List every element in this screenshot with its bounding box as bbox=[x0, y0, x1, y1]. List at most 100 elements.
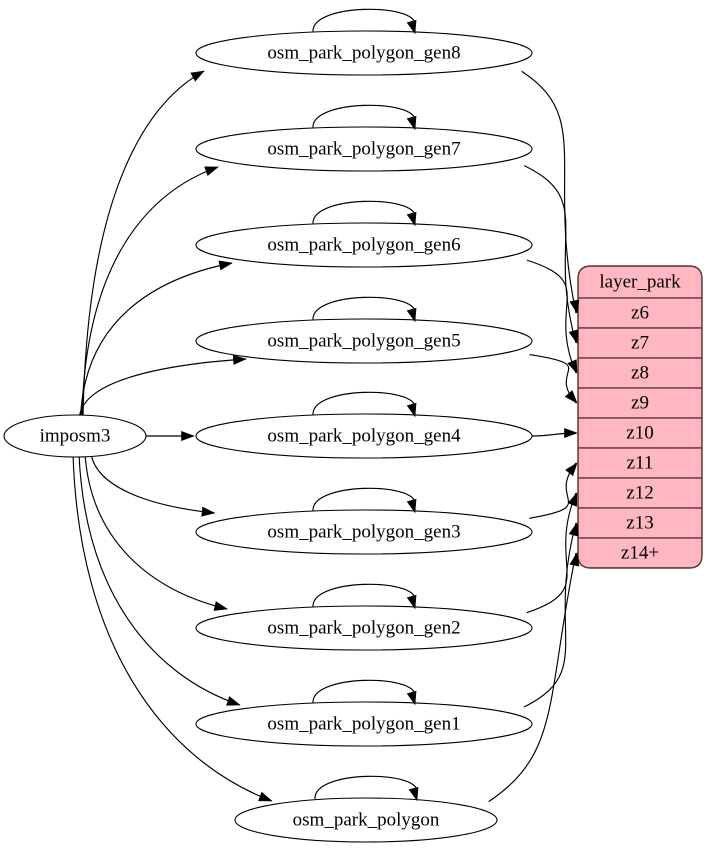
node-label-osm_park_polygon_gen8: osm_park_polygon_gen8 bbox=[267, 42, 460, 63]
arrowhead-imposm3-to-osm_park_polygon_gen5 bbox=[232, 354, 247, 365]
self-loop-arrowhead-osm_park_polygon_gen6 bbox=[406, 211, 417, 227]
table-row-label-z7: z7 bbox=[631, 332, 649, 353]
self-loop-edge-osm_park_polygon_gen2 bbox=[312, 583, 416, 608]
arrowhead-imposm3-to-osm_park_polygon_gen7 bbox=[204, 166, 219, 177]
self-loop-arrowhead-osm_park_polygon_gen7 bbox=[406, 115, 417, 131]
edge-imposm3-to-osm_park_polygon_gen5 bbox=[78, 358, 247, 418]
table-row-label-z10: z10 bbox=[626, 422, 653, 443]
node-osm_park_polygon_gen4[interactable]: osm_park_polygon_gen4 bbox=[195, 413, 533, 459]
table-row-label-z9: z9 bbox=[631, 392, 649, 413]
self-loop-edge-osm_park_polygon_gen7 bbox=[312, 104, 416, 129]
node-osm_park_polygon_gen3[interactable]: osm_park_polygon_gen3 bbox=[195, 509, 533, 555]
arrowhead-imposm3-to-osm_park_polygon_gen8 bbox=[190, 70, 205, 82]
node-osm_park_polygon_gen8[interactable]: osm_park_polygon_gen8 bbox=[195, 30, 533, 76]
self-loop-arrowhead-osm_park_polygon_gen4 bbox=[406, 402, 417, 418]
edge-osm_park_polygon_gen6-to-z8 bbox=[526, 259, 577, 374]
table-row-label-z6: z6 bbox=[631, 302, 649, 323]
edge-imposm3-to-osm_park_polygon_gen6 bbox=[80, 262, 233, 418]
self-loop-edge-osm_park_polygon_gen4 bbox=[312, 391, 416, 416]
node-ellipse-osm_park_polygon[interactable] bbox=[234, 797, 498, 843]
edge-imposm3-to-osm_park_polygon_gen8 bbox=[82, 70, 205, 418]
table-row-z13[interactable] bbox=[578, 507, 702, 539]
source-node-layer: imposm3 bbox=[3, 414, 147, 458]
self-loop-arrowhead-osm_park_polygon bbox=[408, 786, 419, 802]
node-ellipse-osm_park_polygon_gen6[interactable] bbox=[195, 222, 533, 268]
node-label-osm_park_polygon: osm_park_polygon bbox=[293, 809, 440, 830]
arrowhead-imposm3-to-osm_park_polygon_gen4 bbox=[181, 430, 195, 442]
arrowhead-imposm3-to-osm_park_polygon bbox=[258, 791, 273, 802]
self-loop-edge-osm_park_polygon_gen5 bbox=[312, 296, 416, 321]
table-body bbox=[578, 266, 702, 568]
arrowhead-imposm3-to-osm_park_polygon_gen6 bbox=[218, 260, 233, 271]
edge-osm_park_polygon_gen3-to-z11 bbox=[529, 462, 577, 519]
node-ellipse-osm_park_polygon_gen7[interactable] bbox=[195, 126, 533, 172]
table-row-label-z13: z13 bbox=[626, 512, 653, 533]
node-label-osm_park_polygon_gen5: osm_park_polygon_gen5 bbox=[267, 330, 460, 351]
arrowhead-osm_park_polygon_gen5-to-z9 bbox=[564, 390, 578, 404]
arrowhead-osm_park_polygon_gen4-to-z10 bbox=[564, 427, 578, 439]
self-loop-arrowhead-osm_park_polygon_gen2 bbox=[406, 594, 417, 610]
node-osm_park_polygon_gen7[interactable]: osm_park_polygon_gen7 bbox=[195, 126, 533, 172]
node-ellipse-osm_park_polygon_gen2[interactable] bbox=[195, 605, 533, 651]
node-label-osm_park_polygon_gen3: osm_park_polygon_gen3 bbox=[267, 521, 460, 542]
table-header-label: layer_park bbox=[599, 271, 681, 292]
layer-park-table[interactable]: layer_park z6 z7 z8 z9 z10 z11 z12 z13 z14+ bbox=[577, 265, 703, 569]
table-row-z10[interactable] bbox=[578, 417, 702, 449]
table-row-z7[interactable] bbox=[578, 327, 702, 359]
edge-osm_park_polygon-to-z14+ bbox=[488, 552, 577, 803]
edge-imposm3-to-osm_park_polygon bbox=[72, 453, 273, 802]
edge-imposm3-to-osm_park_polygon_gen3 bbox=[90, 453, 215, 514]
arrowhead-osm_park_polygon_gen6-to-z8 bbox=[567, 359, 578, 374]
node-ellipse-osm_park_polygon_gen4[interactable] bbox=[195, 413, 533, 459]
edge-imposm3-to-osm_park_polygon_gen1 bbox=[78, 453, 240, 706]
edge-osm_park_polygon_gen8-to-z6 bbox=[521, 70, 577, 314]
self-loop-arrowhead-osm_park_polygon_gen1 bbox=[406, 690, 417, 706]
arrowhead-osm_park_polygon_gen1-to-z13 bbox=[568, 522, 579, 537]
node-label-osm_park_polygon_gen7: osm_park_polygon_gen7 bbox=[267, 138, 460, 159]
self-loop-edge-osm_park_polygon_gen1 bbox=[312, 679, 416, 704]
node-label-osm_park_polygon_gen2: osm_park_polygon_gen2 bbox=[267, 617, 460, 638]
arrowhead-osm_park_polygon_gen2-to-z12 bbox=[567, 492, 578, 507]
arrowhead-imposm3-to-osm_park_polygon_gen1 bbox=[226, 696, 241, 706]
table-row-z14+[interactable] bbox=[578, 537, 702, 568]
self-loop-edge-osm_park_polygon bbox=[314, 775, 418, 800]
node-osm_park_polygon_gen5[interactable]: osm_park_polygon_gen5 bbox=[195, 318, 533, 364]
edge-osm_park_polygon_gen1-to-z13 bbox=[523, 522, 577, 708]
node-osm_park_polygon_gen1[interactable]: osm_park_polygon_gen1 bbox=[195, 701, 533, 747]
table-row-label-z12: z12 bbox=[626, 482, 653, 503]
arrowhead-osm_park_polygon-to-z14+ bbox=[569, 552, 580, 567]
edge-osm_park_polygon_gen5-to-z9 bbox=[529, 353, 577, 404]
arrowheads-layer bbox=[181, 19, 580, 802]
node-label-osm_park_polygon_gen6: osm_park_polygon_gen6 bbox=[267, 234, 460, 255]
node-osm_park_polygon_gen2[interactable]: osm_park_polygon_gen2 bbox=[195, 605, 533, 651]
table-row-label-z8: z8 bbox=[631, 362, 649, 383]
arrowhead-imposm3-to-osm_park_polygon_gen2 bbox=[213, 601, 229, 611]
self-loop-arrowhead-osm_park_polygon_gen8 bbox=[406, 19, 417, 35]
node-label-imposm3: imposm3 bbox=[40, 425, 111, 446]
table-row-z9[interactable] bbox=[578, 387, 702, 419]
node-osm_park_polygon_gen6[interactable]: osm_park_polygon_gen6 bbox=[195, 222, 533, 268]
node-ellipse-osm_park_polygon_gen8[interactable] bbox=[195, 30, 533, 76]
node-ellipse-osm_park_polygon_gen5[interactable] bbox=[195, 318, 533, 364]
nodes-layer: osm_park_polygon_gen8 osm_park_polygon_ge… bbox=[195, 30, 533, 843]
table-row-label-z11: z11 bbox=[627, 452, 654, 473]
node-ellipse-imposm3[interactable] bbox=[3, 414, 147, 458]
arrowhead-osm_park_polygon_gen3-to-z11 bbox=[565, 462, 578, 477]
table-row-z6[interactable] bbox=[578, 297, 702, 329]
self-loop-edge-osm_park_polygon_gen6 bbox=[312, 200, 416, 225]
arrowhead-osm_park_polygon_gen8-to-z6 bbox=[569, 299, 580, 314]
edge-imposm3-to-osm_park_polygon_gen7 bbox=[81, 166, 219, 418]
node-imposm3[interactable]: imposm3 bbox=[3, 414, 147, 458]
self-loop-arrowhead-osm_park_polygon_gen3 bbox=[406, 498, 417, 514]
table-row-label-z14+: z14+ bbox=[621, 542, 659, 563]
edge-osm_park_polygon_gen7-to-z7 bbox=[523, 165, 577, 344]
self-loop-edge-osm_park_polygon_gen8 bbox=[312, 8, 416, 33]
arrowhead-osm_park_polygon_gen7-to-z7 bbox=[568, 329, 579, 344]
node-ellipse-osm_park_polygon_gen3[interactable] bbox=[195, 509, 533, 555]
node-ellipse-osm_park_polygon_gen1[interactable] bbox=[195, 701, 533, 747]
self-loop-arrowhead-osm_park_polygon_gen5 bbox=[406, 307, 417, 323]
node-osm_park_polygon[interactable]: osm_park_polygon bbox=[234, 797, 498, 843]
node-label-osm_park_polygon_gen4: osm_park_polygon_gen4 bbox=[267, 425, 461, 446]
